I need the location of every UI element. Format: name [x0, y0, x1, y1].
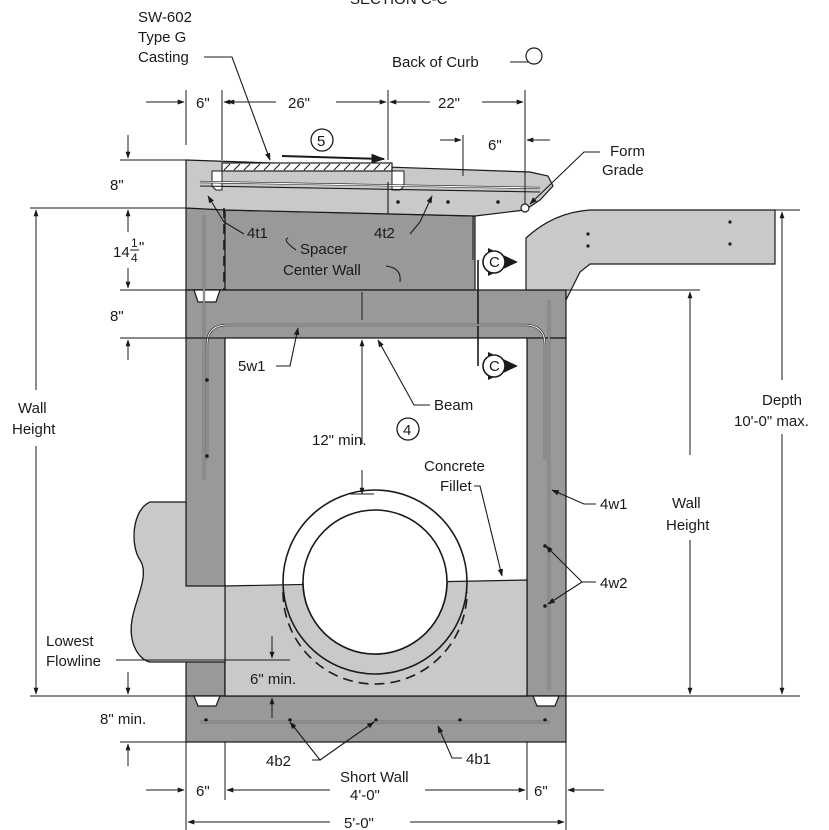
svg-text:": " — [139, 239, 144, 256]
section-marker-top: C — [482, 248, 518, 276]
left-wall-top — [185, 207, 226, 291]
beam — [185, 289, 567, 339]
dim-left-8-mid: 8" — [110, 308, 124, 325]
top-slab — [185, 159, 554, 217]
outlet-pipe-outer — [282, 489, 468, 675]
dim-top-26: 26" — [288, 95, 310, 112]
curb-sidewalk — [525, 209, 776, 301]
callout-4b1: 4b1 — [466, 751, 491, 768]
svg-text:4: 4 — [131, 251, 138, 265]
depth-label-1: Depth — [762, 392, 802, 409]
note-4-circle — [396, 417, 420, 441]
casting-label-3: Casting — [138, 49, 189, 66]
wall-height-right-2: Height — [666, 517, 710, 534]
callout-5w1: 5w1 — [238, 358, 266, 375]
section-marker-bottom: C — [482, 352, 518, 380]
dim-top-22: 22" — [438, 95, 460, 112]
dim-bot-6-right: 6" — [534, 783, 548, 800]
svg-text:C: C — [489, 358, 500, 375]
back-of-curb-label: Back of Curb — [392, 54, 479, 71]
callout-4w2: 4w2 — [600, 575, 628, 592]
back-of-curb-symbol — [525, 47, 543, 65]
dim-left-14-quarter: 14 1 4 " — [113, 236, 144, 265]
note-5: 5 — [317, 133, 325, 150]
dim-12-min: 12" min. — [312, 432, 367, 449]
note-4: 4 — [403, 422, 411, 439]
note-5-circle — [310, 128, 334, 152]
spacer-label: Spacer — [300, 241, 348, 258]
fillet-label-1: Concrete — [424, 458, 485, 475]
callout-4b2: 4b2 — [266, 753, 291, 770]
dim-bot-6-left: 6" — [196, 783, 210, 800]
wall-height-left-2: Height — [12, 421, 56, 438]
wall-height-right-1: Wall — [672, 495, 701, 512]
form-grade-label-1: Form — [610, 143, 645, 160]
casting-label-2: Type G — [138, 29, 186, 46]
short-wall-label: Short Wall — [340, 769, 409, 786]
svg-text:1: 1 — [131, 236, 138, 250]
outlet-pipe-dashed — [282, 591, 468, 685]
dim-left-8-bot: 8" min. — [100, 711, 146, 728]
center-wall-label: Center Wall — [283, 262, 361, 279]
form-grade-label-2: Grade — [602, 162, 644, 179]
key-notch-right — [532, 695, 560, 707]
overall-width: 5'-0" — [344, 815, 374, 830]
pipe-outline — [130, 501, 151, 663]
casting-label-1: SW-602 — [138, 9, 192, 26]
right-wall — [526, 337, 567, 697]
section-title: SECTION C-C — [350, 0, 448, 8]
dim-top-6: 6" — [196, 95, 210, 112]
key-notch-left — [193, 695, 221, 707]
dim-left-8-top: 8" — [110, 177, 124, 194]
key-notch-beam — [193, 289, 221, 303]
beam-label: Beam — [434, 397, 473, 414]
short-wall-dim: 4'-0" — [350, 787, 380, 804]
depth-label-2: 10'-0" max. — [734, 413, 809, 430]
dim-6-min: 6" min. — [250, 671, 296, 688]
lowest-flowline-2: Flowline — [46, 653, 101, 670]
callout-4w1: 4w1 — [600, 496, 628, 513]
dim-curb-6: 6" — [488, 137, 502, 154]
form-grade-point — [520, 203, 530, 213]
svg-text:C: C — [489, 254, 500, 271]
fillet-label-2: Fillet — [440, 478, 473, 495]
callout-4t1: 4t1 — [247, 225, 268, 242]
svg-text:14: 14 — [113, 244, 130, 261]
lowest-flowline-1: Lowest — [46, 633, 94, 650]
callout-4t2: 4t2 — [374, 225, 395, 242]
wall-height-left-1: Wall — [18, 400, 47, 417]
slope-arrow — [281, 153, 386, 164]
